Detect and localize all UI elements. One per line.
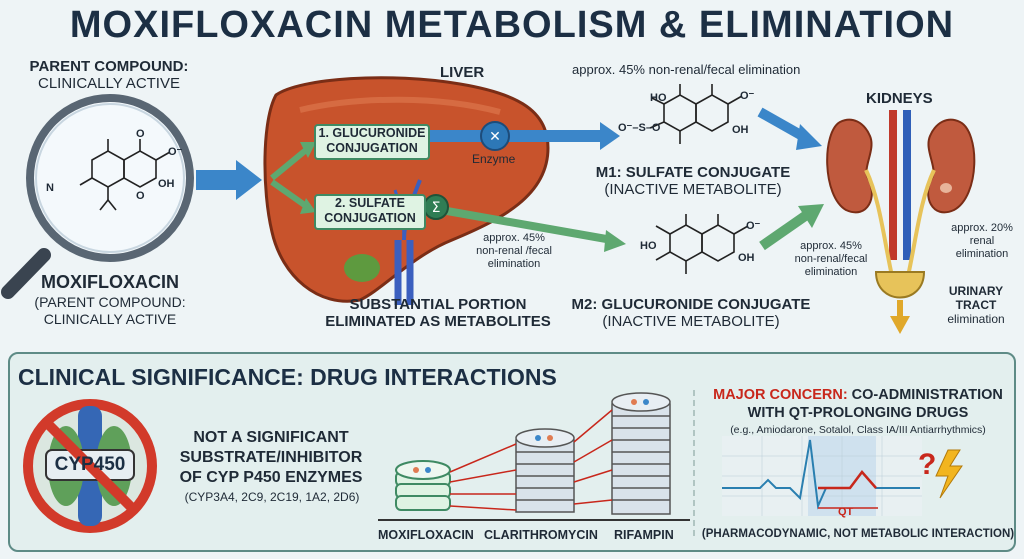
parent-top-label: PARENT COMPOUND:CLINICALLY ACTIVE (29, 58, 189, 92)
drug-label-moxifloxacin: MOXIFLOXACIN (378, 528, 474, 542)
m2-label: M2: GLUCURONIDE CONJUGATE(INACTIVE METAB… (571, 296, 811, 330)
m2-ominus: O⁻ (746, 220, 761, 232)
kidneys-icon (826, 110, 976, 334)
m2-structure (655, 214, 749, 274)
examples-label: (e.g., Amiodarone, Sotalol, Class IA/III… (730, 424, 986, 436)
chem-ominus: O⁻ (168, 146, 183, 158)
magnifier-icon (1, 94, 194, 299)
cyp-list: (CYP3A4, 2C9, 2C19, 1A2, 2D6) (184, 490, 360, 504)
page-title: MOXIFLOXACIN METABOLISM & ELIMINATION (69, 4, 955, 46)
interaction-lines (449, 409, 613, 511)
drug-label-clarithromycin: CLARITHROMYCIN (484, 528, 598, 542)
cyp-badge: CYP450 (54, 454, 126, 475)
m1-structure (649, 84, 743, 144)
m1-sulfate: O⁻–S–O (618, 122, 661, 134)
chem-oh: OH (158, 178, 175, 190)
major-concern-label: MAJOR CONCERN: CO-ADMINISTRATION WITH QT… (713, 387, 1003, 421)
m1-label: M1: SULFATE CONJUGATE(INACTIVE METABOLIT… (595, 164, 791, 198)
drug-stack-clarithromycin (515, 428, 575, 513)
moxifloxacin-structure (79, 139, 171, 211)
kidneys-label: KIDNEYS (866, 90, 933, 107)
liver-label: LIVER (440, 64, 485, 81)
enzyme-icon (480, 121, 510, 151)
m2-oh: OH (738, 252, 755, 264)
chem-n: N (46, 182, 54, 194)
footnote-label: (PHARMACODYNAMIC, NOT METABOLIC INTERACT… (701, 528, 1015, 540)
qt-label: QT (838, 506, 854, 518)
clinical-header: CLINICAL SIGNIFICANCE: DRUG INTERACTIONS (18, 364, 557, 390)
parent-sub-label: (PARENT COMPOUND:CLINICALLY ACTIVE (34, 294, 186, 327)
arrow-to-m1 (430, 122, 620, 150)
m1-oh: OH (732, 124, 749, 136)
lightning-icon (935, 449, 963, 499)
drug-stack-rifampin (611, 392, 671, 515)
elim-top-label: approx. 45% non-renal/fecal elimination (572, 62, 801, 77)
m1-ho: HO (650, 92, 667, 104)
svg-text:Σ: Σ (432, 200, 441, 216)
no-cyp-icon (23, 399, 157, 533)
question-icon: ? (918, 448, 936, 481)
chem-o2: O (136, 190, 145, 202)
bladder-icon (874, 271, 926, 299)
arrow-to-m2 (429, 204, 613, 244)
enzyme-label: Enzyme (472, 152, 516, 166)
svg-text:✕: ✕ (489, 129, 501, 145)
m2-ho: HO (640, 240, 657, 252)
ecg-chart (722, 436, 922, 516)
chem-o: O (136, 128, 145, 140)
drug-stack-moxifloxacin (395, 460, 451, 511)
arrow-to-liver (196, 160, 262, 200)
drug-label-rifampin: RIFAMPIN (614, 528, 674, 542)
m1-ominus: O⁻ (740, 90, 755, 102)
parent-name: MOXIFLOXACIN (41, 272, 179, 292)
